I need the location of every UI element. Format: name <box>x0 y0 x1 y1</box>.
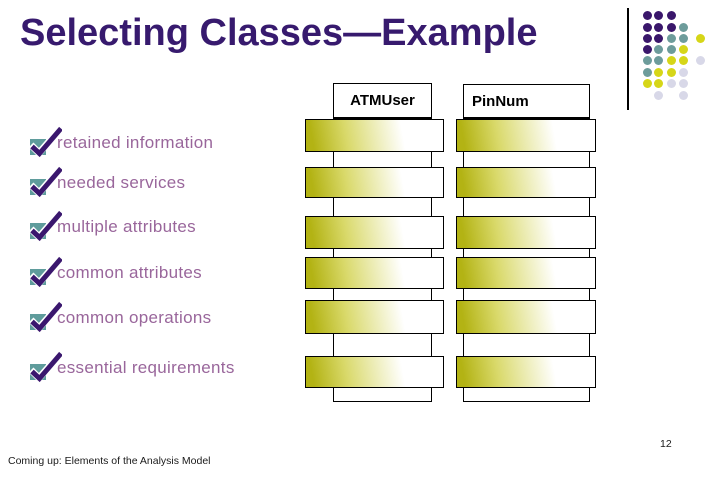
checklist-item-retained-information: retained information <box>28 126 214 158</box>
checklist-item-common-operations: common operations <box>28 301 212 333</box>
checklist-item-essential-requirements: essential requirements <box>28 351 235 383</box>
decor-dot <box>666 22 676 32</box>
decor-dot <box>642 78 652 88</box>
decor-dot <box>642 22 652 32</box>
decor-dot <box>642 55 652 65</box>
decor-dot <box>642 33 652 43</box>
decor-dot <box>678 78 688 88</box>
checkmark-bullet-icon <box>28 166 62 198</box>
checkmark-bullet-icon <box>28 351 62 383</box>
checklist-item-label: needed services <box>57 173 186 192</box>
class-attribute-box <box>456 216 596 249</box>
footer-note: Coming up: Elements of the Analysis Mode… <box>8 455 211 467</box>
decor-dot <box>678 67 688 77</box>
decor-dot <box>666 55 676 65</box>
column-header-atmuser-label: ATMUser <box>350 92 415 109</box>
class-attribute-box <box>305 300 444 334</box>
page-number: 12 <box>660 438 672 450</box>
decor-dot <box>653 33 663 43</box>
decor-dot <box>653 67 663 77</box>
decor-dot <box>695 33 705 43</box>
checklist-item-multiple-attributes: multiple attributes <box>28 210 196 242</box>
decor-dot <box>695 55 705 65</box>
decor-dot <box>653 78 663 88</box>
class-attribute-box <box>456 300 596 334</box>
decor-dot <box>642 67 652 77</box>
decor-dot <box>666 44 676 54</box>
decor-dot <box>678 33 688 43</box>
decor-dot <box>653 90 663 100</box>
decor-dot <box>678 55 688 65</box>
class-attribute-box <box>305 167 444 198</box>
decor-dot <box>653 55 663 65</box>
decor-dot <box>666 67 676 77</box>
decor-vertical-line <box>627 8 629 110</box>
decor-dot <box>666 33 676 43</box>
checklist-item-needed-services: needed services <box>28 166 186 198</box>
checkmark-bullet-icon <box>28 126 62 158</box>
checkmark-bullet-icon <box>28 210 62 242</box>
class-attribute-box <box>456 119 596 152</box>
class-attribute-box <box>305 257 444 289</box>
class-attribute-box <box>456 167 596 198</box>
decor-dot <box>666 10 676 20</box>
column-header-atmuser: ATMUser <box>333 83 432 118</box>
checklist-item-common-attributes: common attributes <box>28 256 202 288</box>
class-attribute-box <box>305 216 444 249</box>
decor-dot <box>653 10 663 20</box>
decor-dot <box>678 90 688 100</box>
class-attribute-box <box>305 119 444 152</box>
checkmark-bullet-icon <box>28 301 62 333</box>
decor-dot <box>653 44 663 54</box>
class-attribute-box <box>456 257 596 289</box>
decor-dot <box>653 22 663 32</box>
column-header-pinnum-label: PinNum <box>472 92 529 110</box>
checklist-item-label: essential requirements <box>57 358 235 377</box>
class-attribute-box <box>456 356 596 388</box>
decor-dot <box>678 22 688 32</box>
decor-dot <box>642 10 652 20</box>
checklist-item-label: retained information <box>57 133 214 152</box>
class-attribute-box <box>305 356 444 388</box>
column-header-pinnum: PinNum <box>463 84 590 118</box>
decor-dot <box>678 44 688 54</box>
checklist-item-label: common attributes <box>57 263 202 282</box>
checklist-item-label: multiple attributes <box>57 217 196 236</box>
decor-dot <box>642 44 652 54</box>
checklist-item-label: common operations <box>57 308 212 327</box>
checkmark-bullet-icon <box>28 256 62 288</box>
slide-title: Selecting Classes—Example <box>20 12 538 54</box>
decor-dot <box>666 78 676 88</box>
